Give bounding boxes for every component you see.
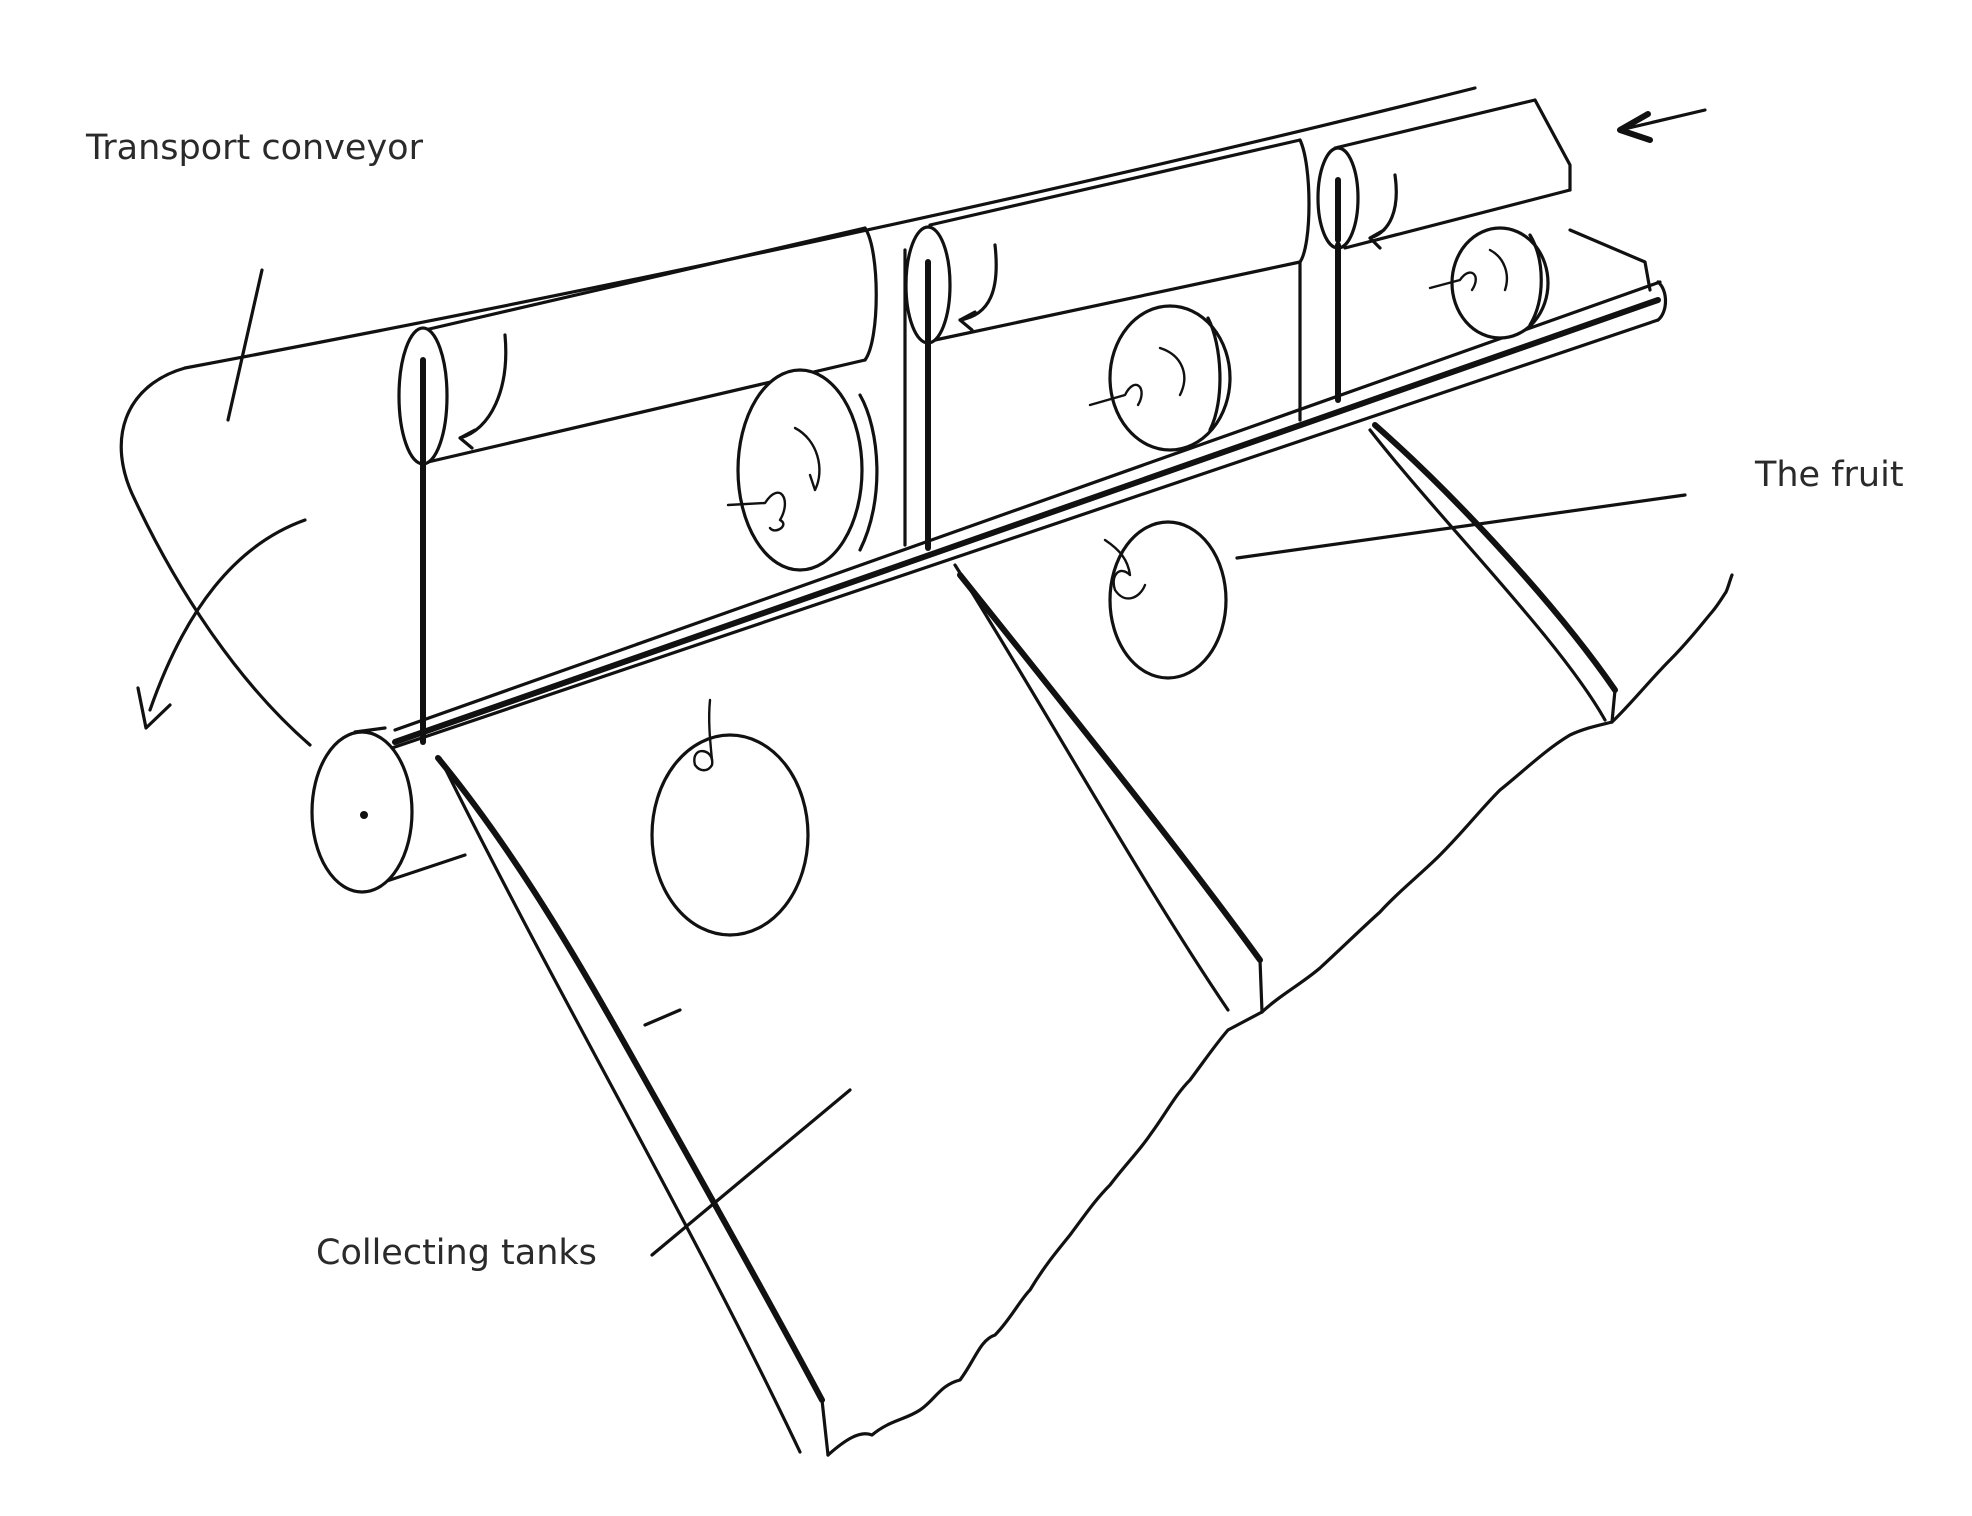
collecting-tank-3 <box>1368 422 1618 724</box>
collecting-tank-2 <box>953 563 1264 1014</box>
label-transport-conveyor: Transport conveyor <box>86 128 423 168</box>
fruit-on-conveyor-2 <box>1088 304 1232 452</box>
roller-cup-3 <box>1298 98 1652 422</box>
leader-line-fruit <box>1235 493 1687 560</box>
label-collecting-tanks: Collecting tanks <box>316 1233 597 1273</box>
fruit-on-conveyor-1 <box>726 368 879 572</box>
side-rail <box>378 280 1668 754</box>
tank-cut-edge <box>826 573 1734 1457</box>
feed-direction-arrow <box>1617 108 1707 143</box>
fruit-in-tank-1 <box>650 698 810 937</box>
collecting-tank-1 <box>435 755 830 1457</box>
belt-direction-arrow <box>136 518 307 730</box>
front-roller <box>310 726 467 894</box>
transport-conveyor-belt <box>119 86 1477 747</box>
leader-lines <box>650 493 1687 1257</box>
roller-cup-2 <box>903 138 1311 551</box>
fruit-on-conveyor-3 <box>1428 226 1550 340</box>
label-the-fruit: The fruit <box>1755 455 1904 495</box>
roller-cup-1 <box>397 226 878 745</box>
fruit-in-tank-2 <box>1103 520 1228 680</box>
leader-line-tanks <box>650 1088 852 1257</box>
